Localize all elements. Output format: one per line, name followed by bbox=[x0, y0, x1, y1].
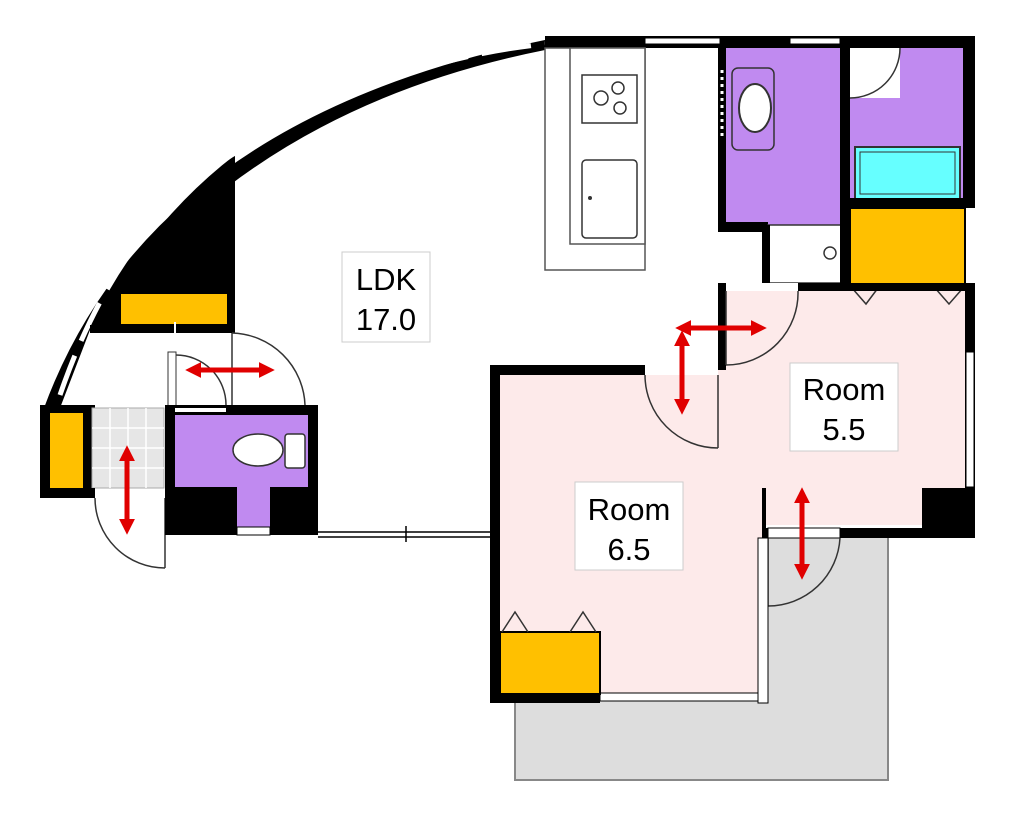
drain-icon bbox=[823, 246, 837, 260]
curved-window-upper bbox=[243, 41, 546, 151]
hall-door-jamb bbox=[167, 351, 177, 411]
closet-east-wall bbox=[840, 208, 850, 288]
ldk-label-box bbox=[341, 251, 431, 343]
top-window bbox=[644, 37, 721, 45]
entrance-door-swing bbox=[94, 497, 166, 569]
balcony-door-swing bbox=[767, 537, 841, 607]
washroom-wall-bottom bbox=[718, 222, 768, 232]
burner-icon bbox=[593, 90, 609, 106]
room-west-label-box bbox=[574, 481, 684, 571]
room-west-window-bottom bbox=[599, 692, 766, 702]
ldk-label-name: LDK bbox=[356, 262, 417, 297]
room-east-door-swing bbox=[725, 290, 799, 366]
washroom-wall-right bbox=[840, 36, 850, 226]
sink bbox=[581, 159, 638, 239]
utility-wall bbox=[762, 225, 770, 287]
burner-icon bbox=[611, 81, 625, 95]
washroom-wall-left bbox=[718, 48, 726, 228]
toilet-door bbox=[236, 526, 271, 536]
door-arrows bbox=[118, 319, 811, 580]
washroom-floor bbox=[725, 48, 840, 225]
bathroom-wall-right bbox=[963, 36, 975, 206]
entrance-bottom-wall bbox=[40, 488, 95, 498]
room-west-wall-left bbox=[490, 365, 500, 703]
washbasin-icon bbox=[738, 83, 772, 133]
bathroom-door-swing bbox=[849, 47, 901, 99]
room-east-label-size: 5.5 bbox=[822, 412, 865, 447]
room-east-wall-bottom bbox=[718, 528, 975, 538]
ldk-floor bbox=[235, 40, 720, 532]
room-east-window bbox=[965, 351, 975, 488]
closet-east bbox=[849, 207, 966, 285]
toilet-bowl-icon bbox=[232, 433, 284, 467]
hall-door-swing-left bbox=[175, 354, 227, 406]
washbasin-counter bbox=[731, 67, 775, 151]
room-west-door-swing bbox=[644, 374, 719, 449]
hall-wall bbox=[90, 325, 235, 333]
bathroom-entry bbox=[850, 48, 900, 98]
room-east-column-2 bbox=[922, 488, 975, 538]
closet-west-door-icon bbox=[501, 610, 597, 633]
top-window-2 bbox=[789, 37, 841, 45]
entrance-shoe-storage bbox=[50, 413, 83, 489]
ldk-label-size: 17.0 bbox=[356, 302, 416, 337]
room-west-wall-top bbox=[490, 365, 645, 375]
curved-wall-solid-wedge bbox=[90, 155, 235, 330]
closet-west bbox=[499, 631, 601, 695]
burner-icon bbox=[613, 101, 627, 115]
room-west-wall-bottom bbox=[490, 693, 600, 703]
room-west-label-size: 6.5 bbox=[607, 532, 650, 567]
hall-storage bbox=[119, 292, 229, 326]
toilet-tank-icon bbox=[284, 433, 306, 469]
closet-east-door-icon bbox=[851, 287, 964, 306]
bathtub-rim bbox=[859, 151, 956, 195]
room-west-label-name: Room bbox=[588, 492, 671, 527]
room-east-label-box bbox=[789, 362, 899, 452]
hall-door-swing-right bbox=[231, 332, 306, 406]
room-east-wall-top bbox=[720, 283, 975, 291]
room-east-door-gap bbox=[726, 283, 798, 291]
room-west-wall-right bbox=[757, 537, 769, 704]
toilet-floor-lower bbox=[237, 485, 270, 527]
stove bbox=[581, 74, 638, 124]
sink-drain-icon bbox=[588, 196, 592, 200]
bathtub-icon bbox=[854, 146, 961, 200]
bathroom-wall-bottom bbox=[850, 198, 975, 208]
room-east-label-name: Room bbox=[803, 372, 886, 407]
